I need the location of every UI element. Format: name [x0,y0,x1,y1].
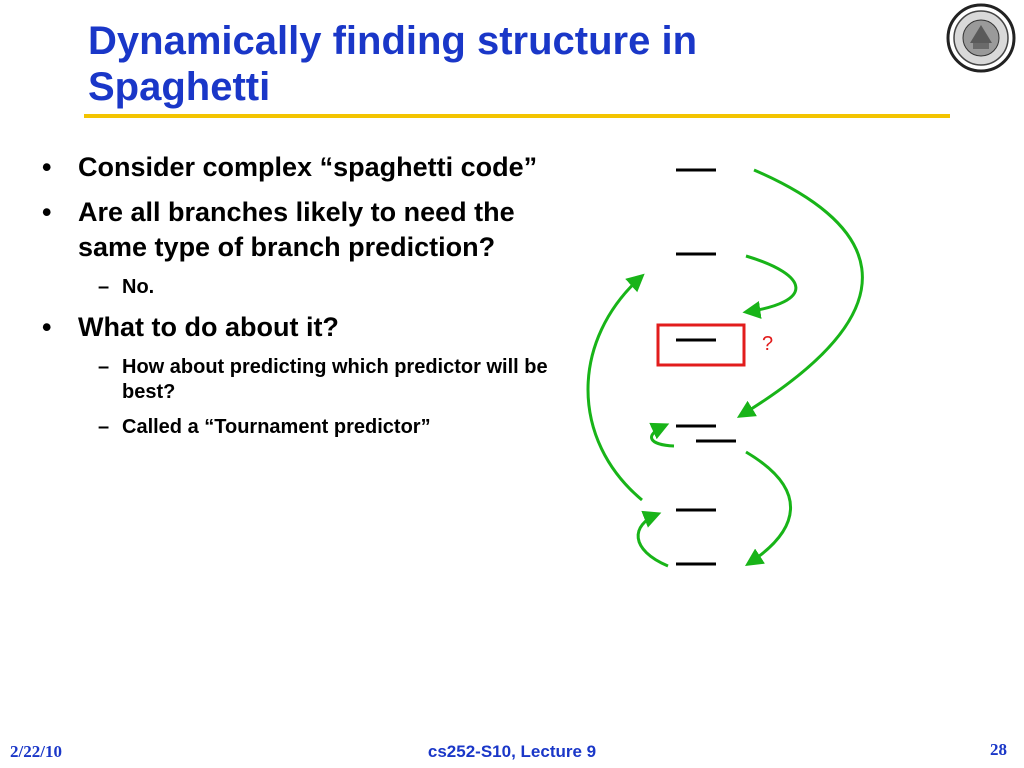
branch-arrow [636,510,669,568]
bullet-text: Are all branches likely to need the same… [78,197,515,262]
sub-bullet-text: How about predicting which predictor wil… [122,356,548,403]
bullet-text: Consider complex “spaghetti code” [78,152,538,182]
slide-title: Dynamically finding structure in Spaghet… [88,19,698,109]
sub-bullet-item: – Called a “Tournament predictor” [42,415,562,440]
title-divider [84,114,950,118]
question-mark: ? [762,333,773,355]
bullet-item: • What to do about it? [42,310,562,345]
branch-arrow [744,450,792,566]
branch-arrow [586,273,645,502]
sub-bullet-marker: – [98,416,110,438]
sub-bullet-item: – How about predicting which predictor w… [42,355,562,405]
sub-bullet-text: No. [122,276,155,298]
bullet-marker: • [42,312,52,342]
bullet-text: What to do about it? [78,312,339,342]
bullet-item: • Consider complex “spaghetti code” [42,150,562,185]
branch-arrow [742,254,798,319]
sub-bullet-text: Called a “Tournament predictor” [122,416,431,438]
bullet-list: • Consider complex “spaghetti code” • Ar… [42,150,562,450]
sub-bullet-marker: – [98,276,110,298]
footer-course: cs252-S10, Lecture 9 [427,742,597,761]
branch-arrow [736,168,864,418]
highlight-box [656,323,746,367]
sub-bullet-marker: – [98,356,110,378]
bullet-marker: • [42,197,52,227]
bullet-item: • Are all branches likely to need the sa… [42,195,562,265]
spaghetti-code-diagram: ? [586,168,864,568]
footer-date: 2/22/10 [10,742,62,761]
bullet-marker: • [42,152,52,182]
sub-bullet-item: – No. [42,275,562,300]
branch-arrow [649,422,675,448]
university-seal-icon [946,3,1016,73]
page-number: 28 [990,740,1007,759]
